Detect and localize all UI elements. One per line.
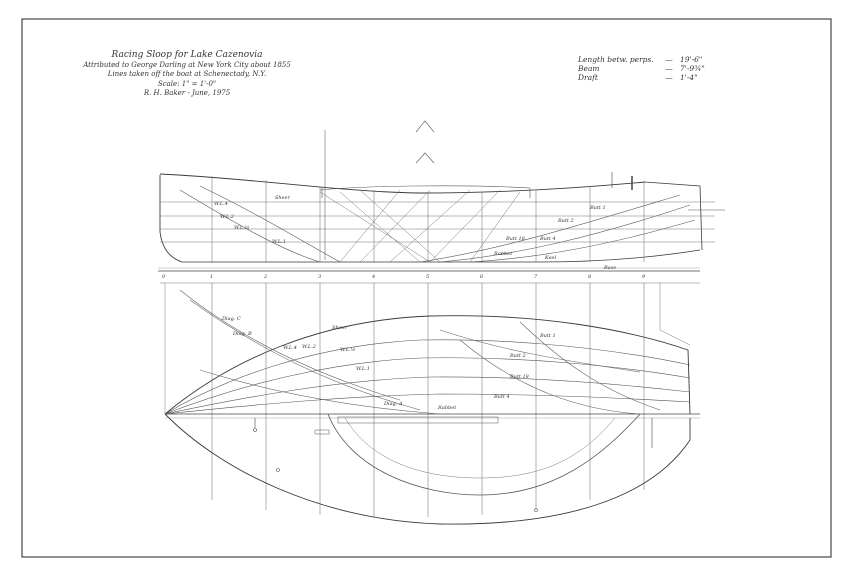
drawing-source-note: Lines taken off the boat at Schenectady,… xyxy=(107,70,267,78)
plan-label-butt2: Butt 2 xyxy=(509,353,526,359)
spec-value: 7'-9¾" xyxy=(680,64,705,73)
station-numbers: 0 1 2 3 4 5 6 7 8 9 xyxy=(162,274,646,280)
svg-text:7: 7 xyxy=(534,274,538,280)
label-rabbet: Rabbet xyxy=(493,251,513,257)
plan-label-wl2: W.L.2 xyxy=(302,344,316,350)
diagonal-c xyxy=(179,289,401,401)
plan-label-wl4: W.L.4 xyxy=(283,345,297,351)
spec-value: 1'-4" xyxy=(680,73,698,82)
label-wl1: W.L.1 xyxy=(272,239,286,245)
sheer-line xyxy=(159,173,646,194)
plan-view: Sheer W.L.4 W.L.2 W.L.½ W.L.1 Diag. C Di… xyxy=(160,282,700,525)
title-block: Racing Sloop for Lake Cazenovia Attribut… xyxy=(72,50,302,99)
svg-text:0: 0 xyxy=(162,274,166,280)
plan-label-butt1: Butt 1 xyxy=(539,333,556,339)
plan-label-butt18: Butt 18 xyxy=(509,374,529,380)
label-base: Base xyxy=(603,265,616,271)
label-keel: Keel xyxy=(544,255,557,261)
centerboard-trunk xyxy=(337,416,499,424)
plan-label-diag-c: Diag. C xyxy=(221,316,241,322)
rabbet-line xyxy=(182,249,701,263)
plan-label-butt4: Butt 4 xyxy=(493,394,510,400)
svg-text:5: 5 xyxy=(426,274,429,280)
stem-line xyxy=(159,175,183,263)
spec-row-draft: Draft — 1'-4" xyxy=(578,73,748,82)
cockpit-coaming xyxy=(319,185,531,191)
label-sheer: Sheer xyxy=(275,195,291,201)
label-butt18: Butt 18 xyxy=(505,236,525,242)
label-wl4: W.L.4 xyxy=(214,201,228,207)
construction-lines xyxy=(319,189,521,263)
spec-label: Beam xyxy=(578,64,600,73)
label-wl2: W.L.2 xyxy=(220,214,234,220)
deck-outline-lower xyxy=(164,413,691,525)
svg-text:2: 2 xyxy=(263,274,267,280)
svg-text:4: 4 xyxy=(371,274,375,280)
transom-line xyxy=(644,181,703,251)
drawing-attribution: Attributed to George Darling at New York… xyxy=(83,60,291,69)
spec-row-beam: Beam — 7'-9¾" xyxy=(578,64,748,73)
deck-outline-upper xyxy=(164,315,691,415)
spec-label: Length betw. perps. xyxy=(578,55,654,64)
svg-text:3: 3 xyxy=(318,274,321,280)
chevron-mark xyxy=(415,120,435,133)
spec-row-length: Length betw. perps. — 19'-6" xyxy=(578,55,748,64)
svg-text:6: 6 xyxy=(480,274,484,280)
cockpit-outline xyxy=(327,413,641,496)
label-butt2: Butt 2 xyxy=(557,218,574,224)
station-lines-plan xyxy=(211,283,645,517)
svg-text:1: 1 xyxy=(210,274,213,280)
spec-label: Draft xyxy=(578,73,598,82)
diagonal-b xyxy=(189,299,421,411)
label-wl-half: W.L.½ xyxy=(234,224,250,231)
plan-label-rabbet: Rabbet xyxy=(437,405,457,411)
profile-view: Sheer W.L.4 W.L.2 W.L.½ W.L.1 Butt 1 But… xyxy=(158,130,725,272)
plan-label-sheer: Sheer xyxy=(332,325,348,331)
drawing-scale: Scale: 1" = 1'-0" xyxy=(157,79,217,88)
dimensions-block: Length betw. perps. — 19'-6" Beam — 7'-9… xyxy=(578,55,748,82)
chevron-mark xyxy=(415,152,435,164)
diagonal-a xyxy=(199,369,441,415)
plan-waterline xyxy=(164,339,691,415)
svg-text:9: 9 xyxy=(642,274,646,280)
drawing-title: Racing Sloop for Lake Cazenovia xyxy=(111,50,263,60)
buttock-curve xyxy=(179,189,321,263)
drawing-author-date: R. H. Baker - June, 1975 xyxy=(143,89,231,97)
plan-label-diag-a: Diag. A xyxy=(383,401,403,407)
spec-value: 19'-6" xyxy=(680,55,703,64)
sheet-border xyxy=(21,18,832,558)
svg-text:8: 8 xyxy=(588,274,591,280)
station-lines-profile xyxy=(211,176,645,262)
plan-label-diag-b: Diag. B xyxy=(232,331,252,337)
plan-label-wl1: W.L.1 xyxy=(356,366,370,372)
label-butt4: Butt 4 xyxy=(539,236,556,242)
plan-label-wl-half: W.L.½ xyxy=(340,346,356,353)
label-butt1: Butt 1 xyxy=(589,205,606,211)
